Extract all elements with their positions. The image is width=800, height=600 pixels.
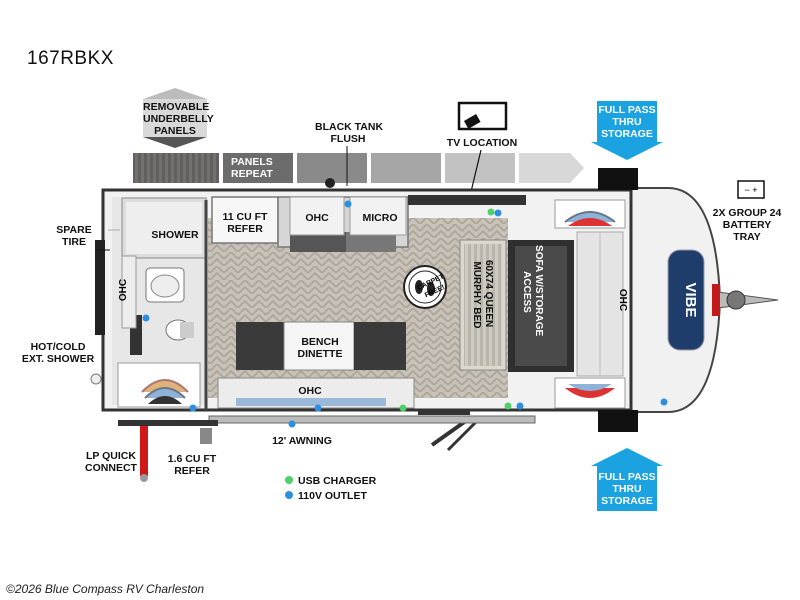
tv-location-label: TV LOCATION <box>446 137 518 149</box>
tv-icon <box>457 101 508 131</box>
tv-wall <box>408 195 526 205</box>
full-pass-bottom-label: FULL PASS THRU STORAGE <box>598 471 656 507</box>
ohc-front-label: OHC <box>617 289 628 311</box>
carpet-free-stamp <box>403 265 447 309</box>
ohc-bath-label: OHC <box>118 279 129 301</box>
legend-outlet-label: 110V OUTLET <box>298 490 367 502</box>
model-name: 167RBKX <box>27 48 114 69</box>
full-pass-top-label: FULL PASS THRU STORAGE <box>598 104 656 140</box>
hot-cold-shower-label: HOT/COLD EXT. SHOWER <box>21 341 95 365</box>
svg-text:− +: − + <box>744 185 757 195</box>
copyright-watermark: ©2026 Blue Compass RV Charleston <box>6 582 205 596</box>
usb-charger-dots <box>285 208 512 484</box>
outlet-dots <box>142 200 668 499</box>
panels-repeat-label: PANELS REPEAT <box>231 156 273 180</box>
underbelly-panels-bar <box>133 153 584 183</box>
storage-callout-top <box>591 101 663 160</box>
battery-tray-label: 2X GROUP 24 BATTERY TRAY <box>712 207 782 243</box>
bathroom <box>108 197 208 410</box>
legend-usb-label: USB CHARGER <box>298 475 377 487</box>
awning-label: 12' AWNING <box>272 435 332 447</box>
spare-tire-label: SPARE TIRE <box>56 224 92 248</box>
dinette <box>217 321 415 409</box>
rear-storage <box>117 362 201 408</box>
lp-quick-connect-label: LP QUICK CONNECT <box>85 450 137 474</box>
large-refer-label: 11 CU FT REFER <box>222 211 268 235</box>
bench-dinette-label: BENCH DINETTE <box>297 336 343 360</box>
shower-label: SHOWER <box>151 229 199 241</box>
removable-panels-label: REMOVABLE UNDERBELLY PANELS <box>143 101 214 137</box>
lp-hose <box>140 420 148 482</box>
micro-label: MICRO <box>362 212 398 224</box>
sofa <box>508 240 574 372</box>
ohc-kitchen-label: OHC <box>305 212 329 224</box>
ohc-dinette-label: OHC <box>298 385 322 397</box>
rear-bumper <box>118 420 218 426</box>
small-refer-icon <box>200 428 212 444</box>
svg-text:VIBE: VIBE <box>682 282 699 317</box>
awning <box>208 415 536 424</box>
storage-callout-bottom <box>591 448 663 511</box>
removable-panels-callout <box>143 88 207 148</box>
battery-icon: − + <box>737 180 765 199</box>
sofa-label: SOFA W/STORAGE ACCESS <box>521 245 544 339</box>
small-refer-label: 1.6 CU FT REFER <box>167 453 217 477</box>
front-storage <box>554 199 626 409</box>
ext-shower-icon <box>90 373 102 385</box>
kitchen <box>211 178 409 252</box>
murphy-bed-label: 60X74 QUEEN MURPHY BED <box>471 260 494 330</box>
murphy-bed <box>459 239 507 371</box>
black-tank-label: BLACK TANK FLUSH <box>315 121 384 145</box>
